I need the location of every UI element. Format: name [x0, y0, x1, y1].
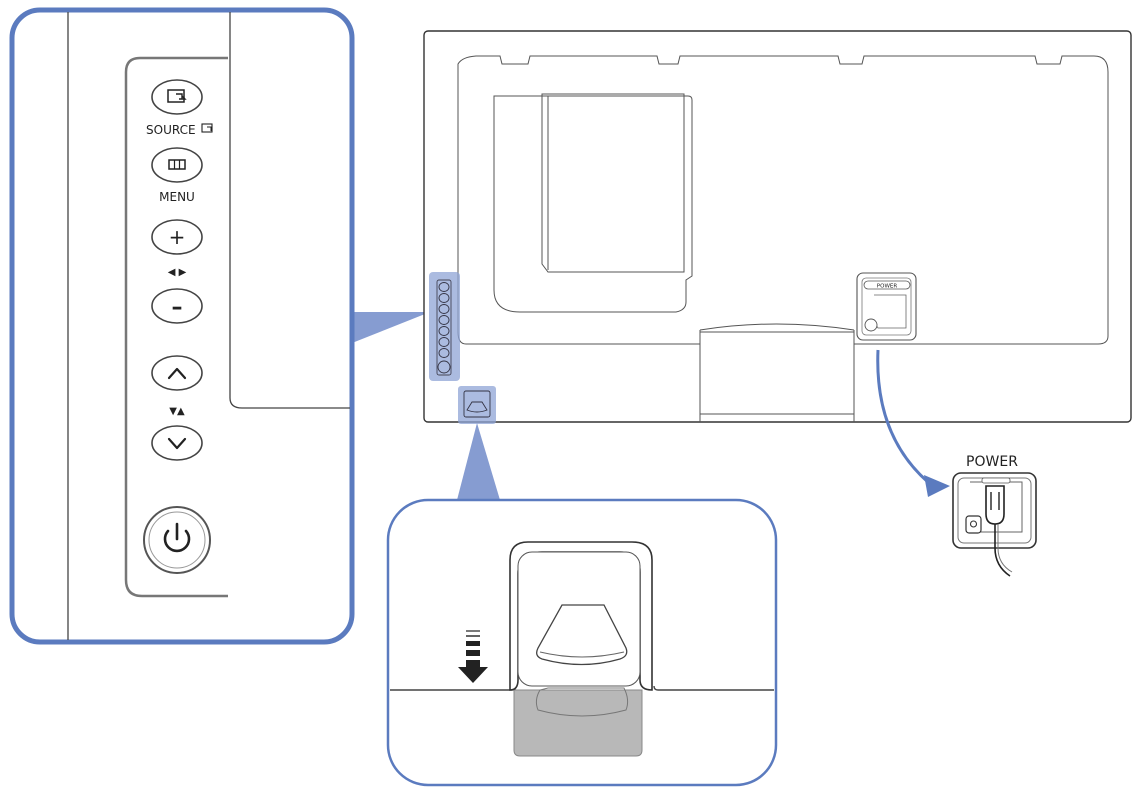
joystick-lowered-shadow	[513, 689, 643, 757]
power-button[interactable]	[143, 506, 211, 574]
minus-button[interactable]: –	[151, 288, 203, 324]
source-label-icon	[201, 123, 213, 133]
side-buttons-strip	[436, 279, 452, 376]
up-down-label: ▼▲	[169, 406, 185, 417]
plus-symbol: +	[169, 225, 186, 249]
panel-callout-wedge	[347, 312, 430, 345]
power-icon	[163, 522, 191, 553]
plus-button[interactable]: +	[151, 219, 203, 255]
chevron-up-icon	[167, 367, 187, 380]
source-icon	[167, 89, 187, 103]
power-plug	[985, 485, 1013, 577]
power-connection-arrowhead	[924, 475, 950, 497]
lock-icon	[965, 515, 982, 534]
joystick-lowered-knob	[535, 687, 629, 717]
chevron-down-icon	[167, 437, 187, 450]
power-connection-arrow-line	[876, 349, 936, 490]
monitor-rear-outline	[423, 30, 1132, 423]
arrow-down-icon	[458, 630, 488, 683]
source-label: SOURCE	[146, 123, 196, 137]
button-strip-housing	[124, 56, 228, 598]
menu-icon	[168, 159, 186, 170]
power-connector-detail: POWER	[876, 349, 1037, 577]
joystick-callout-wedge	[457, 423, 500, 500]
joystick-highlight	[458, 386, 496, 424]
monitor-rear: POWER	[423, 30, 1132, 424]
rear-mount-plate	[493, 95, 693, 313]
rear-joystick-icon	[463, 390, 491, 418]
menu-button[interactable]	[151, 147, 203, 183]
menu-label: MENU	[159, 190, 195, 204]
rear-stand-block	[699, 323, 855, 422]
down-button[interactable]	[151, 425, 203, 461]
rear-power-label: POWER	[877, 284, 898, 290]
control-panel-zoom: SOURCE MENU + ◀ ▶ –	[9, 7, 430, 645]
source-button[interactable]	[151, 79, 203, 115]
power-detail-label: POWER	[966, 454, 1018, 470]
joystick-zoom	[386, 423, 778, 787]
up-button[interactable]	[151, 355, 203, 391]
rear-inner-contour	[457, 55, 1109, 345]
joystick-knob[interactable]	[536, 604, 628, 666]
panel-housing-step	[229, 12, 350, 409]
rear-mount-box	[541, 93, 685, 273]
rear-power-port: POWER	[856, 272, 917, 341]
joystick-knob-edge	[539, 651, 625, 658]
left-right-label: ◀ ▶	[168, 267, 187, 278]
minus-symbol: –	[172, 295, 183, 320]
